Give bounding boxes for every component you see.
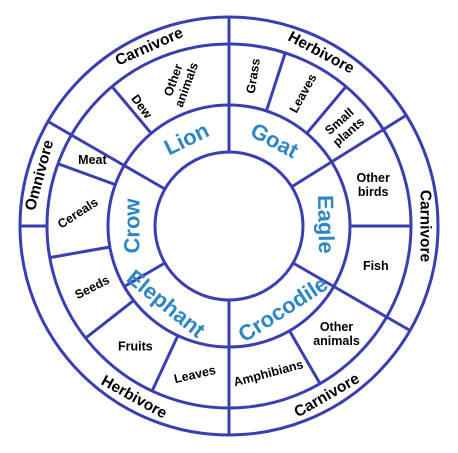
diet-divider-2 <box>382 113 408 131</box>
food-label-line: Amphibians <box>232 357 305 389</box>
food-label-line: Dew <box>128 92 155 121</box>
food-label-line: Other <box>357 171 390 185</box>
food-label-leaves-elephant: Leaves <box>173 363 218 386</box>
food-divider-11 <box>49 245 111 260</box>
food-divider-7 <box>288 330 322 385</box>
food-divider-12 <box>57 162 116 187</box>
food-label-fish: Fish <box>363 259 389 273</box>
food-label-line: Meat <box>78 153 107 167</box>
food-label-line: animals <box>313 334 360 348</box>
food-label-line: Leaves <box>287 71 320 115</box>
inner-circle <box>153 150 305 302</box>
food-label-grass: Grass <box>244 57 263 94</box>
food-divider-13 <box>70 133 125 167</box>
food-divider-4 <box>330 128 385 164</box>
food-label-cereals: Cereals <box>55 195 101 231</box>
animal-label-eagle: Eagle <box>313 195 339 254</box>
food-label-seeds: Seeds <box>73 273 112 302</box>
food-label-line: Cereals <box>55 195 101 231</box>
food-label-dew: Dew <box>128 92 155 121</box>
food-label-line: Fruits <box>118 339 153 353</box>
diet-label-carnivore-eagle: Carnivore <box>417 190 434 263</box>
food-divider-14 <box>110 85 153 135</box>
food-label-fruits: Fruits <box>118 339 153 353</box>
animal-label-crow: Crow <box>120 198 145 254</box>
food-label-line: Leaves <box>173 363 218 386</box>
diet-divider-6 <box>47 120 73 137</box>
food-divider-10 <box>84 299 135 340</box>
food-label-line: Fish <box>363 259 389 273</box>
food-label-line: Seeds <box>73 273 112 302</box>
food-divider-3 <box>305 85 348 135</box>
animal-divider-3 <box>292 261 335 288</box>
food-divider-6 <box>333 285 388 319</box>
food-label-line: Other <box>320 320 353 334</box>
food-label-leaves-goat: Leaves <box>287 71 320 115</box>
animal-divider-5 <box>123 261 166 288</box>
food-label-other-animals-lion: Otheranimals <box>159 56 201 109</box>
wheel-lines <box>18 15 440 437</box>
food-divider-2 <box>264 52 287 112</box>
food-label-amphibians: Amphibians <box>232 357 305 389</box>
food-label-line: birds <box>358 185 389 199</box>
animal-divider-2 <box>290 160 333 189</box>
diet-divider-3 <box>385 315 411 332</box>
food-divider-9 <box>150 335 180 392</box>
animal-label-lion: Lion <box>160 117 213 160</box>
animal-divider-6 <box>123 164 166 191</box>
food-label-meat: Meat <box>78 153 107 167</box>
food-label-line: Grass <box>244 57 263 94</box>
